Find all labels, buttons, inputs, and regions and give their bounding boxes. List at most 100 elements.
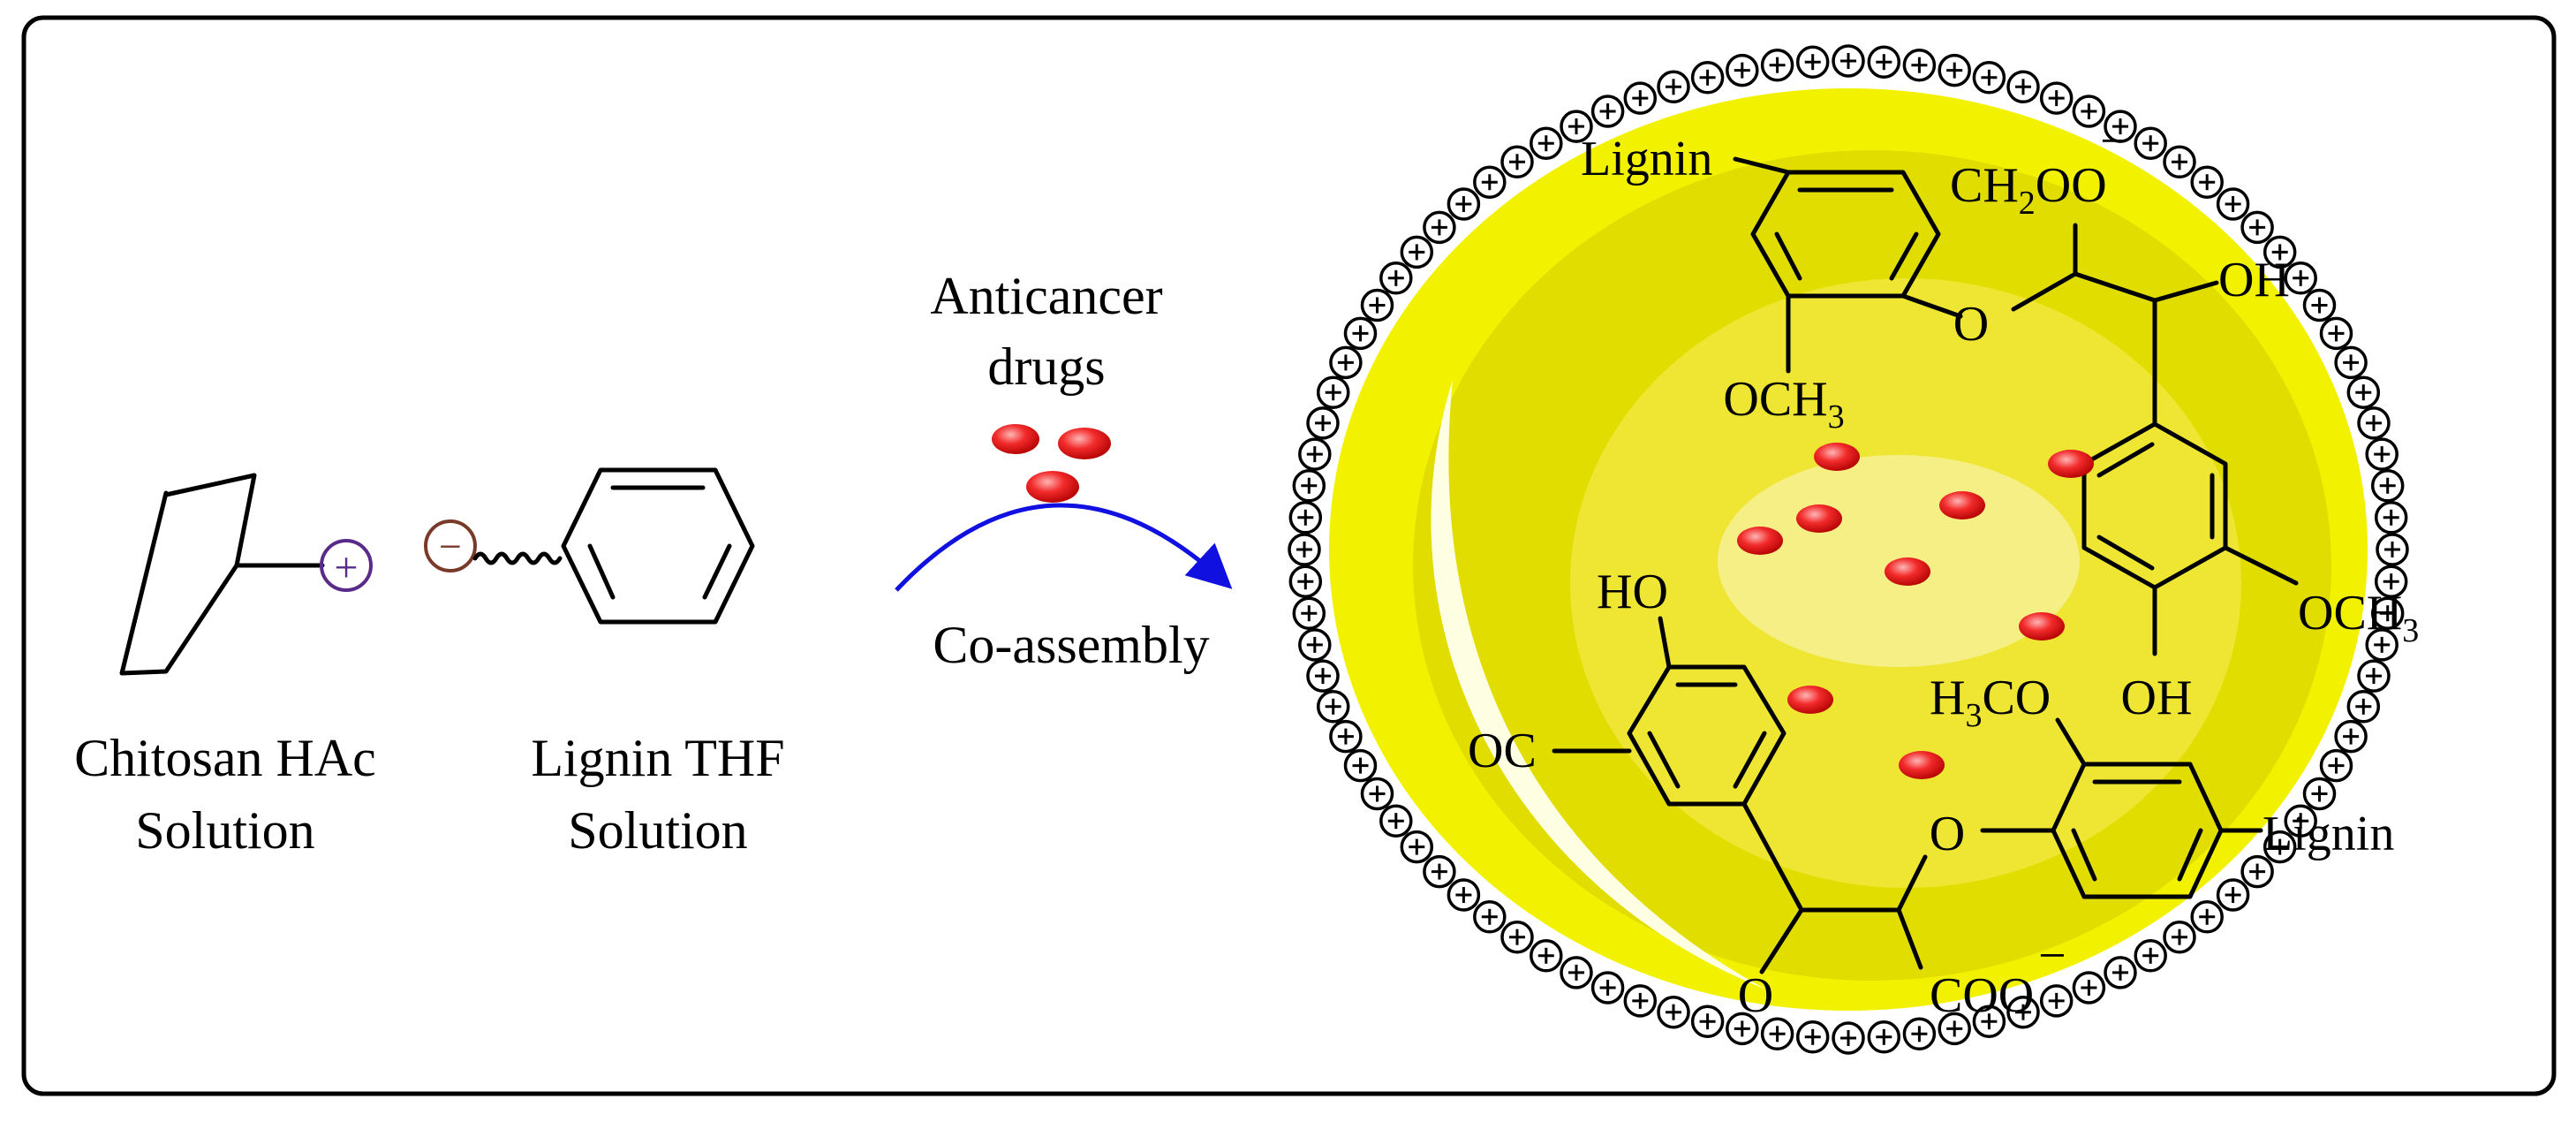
positive-charge-bead [1298, 628, 1332, 662]
positive-charge-bead [2302, 777, 2337, 811]
positive-charge-bead [1316, 690, 1350, 724]
positive-charge-bead [1530, 939, 1563, 973]
positive-charge-bead [1623, 984, 1658, 1018]
positive-charge-bead [2163, 920, 2196, 954]
positive-charge-bead [2134, 126, 2167, 160]
positive-charge-sign: + [334, 544, 358, 591]
drug-particle [1796, 504, 1842, 533]
positive-charge-bead [2163, 145, 2196, 179]
positive-charge-bead [2006, 995, 2040, 1029]
positive-charge-bead [1760, 1017, 1794, 1051]
positive-charge-bead [1500, 920, 1534, 954]
chem-h3co: H3CO [1930, 671, 2051, 734]
chem-oc-left: OC [1468, 724, 1537, 778]
chem-lignin-right: Lignin [2262, 807, 2394, 861]
chem-oh-top: OH [2218, 253, 2290, 307]
positive-charge-bead [2374, 501, 2408, 534]
negative-charge-sign: − [439, 524, 462, 569]
positive-charge-bead [1423, 210, 1456, 245]
positive-charge-bead [2262, 830, 2297, 864]
positive-charge-bead [1795, 45, 1830, 79]
chem-ch2oo: CH2OO [1950, 158, 2107, 222]
chem-o-bottom: O [1738, 968, 1773, 1023]
positive-charge-icon [320, 539, 373, 592]
positive-charge-bead [1343, 748, 1378, 783]
charge-ring [1288, 44, 2409, 1055]
positive-charge-bead [1288, 533, 1321, 566]
chem-ch2oo-sub: 2 [2019, 185, 2036, 222]
lignin-label-line1: Lignin THF [531, 729, 784, 787]
chem-och3-right-och: OCH [2298, 586, 2402, 641]
drugs-label-line1: Anticancer [930, 267, 1162, 325]
positive-charge-bead [2039, 984, 2074, 1018]
drug-particle [1939, 491, 1985, 519]
positive-charge-bead [1288, 565, 1323, 598]
positive-charge-bead [1447, 878, 1481, 912]
chem-och3-top-och: OCH [1723, 372, 1827, 427]
lignin-label-line2: Solution [568, 801, 747, 860]
positive-charge-bead [1298, 437, 1332, 471]
positive-charge-bead [1473, 165, 1507, 199]
positive-charge-bead [1560, 110, 1593, 143]
positive-charge-bead [2216, 187, 2250, 221]
chem-o-top: O [1953, 297, 1989, 352]
drug-particle [1737, 527, 1783, 555]
positive-charge-bead [2284, 804, 2317, 838]
chem-oh-right: OH [2121, 671, 2193, 725]
positive-charge-bead [1590, 95, 1625, 128]
positive-charge-bead [2376, 533, 2409, 566]
positive-charge-bead [1726, 53, 1759, 87]
positive-charge-bead [1657, 995, 1690, 1029]
chitosan-label-line2: Solution [135, 801, 314, 860]
drug-particle [1885, 557, 1930, 586]
positive-charge-bead [2346, 690, 2381, 724]
positive-charge-bead [1560, 956, 1593, 989]
drug-particle [992, 424, 1039, 454]
positive-charge-bead [1400, 830, 1434, 864]
positive-charge-bead [2104, 956, 2137, 989]
chem-h3co-co: CO [1982, 671, 2051, 725]
positive-charge-bead [2365, 437, 2398, 471]
positive-charge-bead [1379, 262, 1413, 295]
positive-charge-bead [1902, 48, 1937, 82]
positive-charge-bead [2190, 165, 2224, 199]
positive-charge-bead [1292, 596, 1326, 630]
positive-charge-bead [1292, 469, 1326, 503]
positive-charge-bead [2334, 719, 2368, 754]
positive-charge-bead [1288, 501, 1323, 534]
positive-charge-bead [1832, 44, 1865, 78]
chitosan-label-line1: Chitosan HAc [74, 729, 376, 787]
positive-charge-bead [1590, 971, 1625, 1004]
micelle [1288, 44, 2409, 1055]
chitosan-structure: + [119, 473, 373, 676]
positive-charge-bead [2319, 316, 2353, 351]
positive-charge-bead [1360, 777, 1394, 811]
positive-charge-bead [2284, 262, 2317, 295]
drug-particle [1787, 686, 1833, 714]
positive-charge-bead [2240, 210, 2274, 245]
positive-charge-bead [1938, 53, 1971, 87]
positive-charge-bead [1867, 45, 1901, 79]
chem-och3-top: OCH3 [1723, 372, 1844, 436]
positive-charge-bead [1360, 288, 1394, 322]
chem-o-mid: O [1930, 807, 1965, 861]
drug-particle [1814, 443, 1860, 471]
positive-charge-bead [2072, 95, 2106, 128]
positive-charge-bead [2216, 878, 2250, 912]
drug-particles-free [992, 424, 1111, 503]
co-assembly-arrow [895, 503, 1233, 592]
positive-charge-bead [1306, 406, 1340, 440]
positive-charge-bead [1938, 1012, 1971, 1046]
positive-charge-bead [1972, 1004, 2006, 1038]
positive-charge-bead [1316, 375, 1350, 409]
drug-particle [1058, 428, 1111, 459]
positive-charge-bead [1726, 1012, 1759, 1046]
chem-h3co-sub: 3 [1965, 697, 1982, 734]
positive-charge-bead [2190, 900, 2224, 934]
negative-charge-icon [424, 519, 477, 572]
positive-charge-bead [2319, 748, 2353, 783]
chem-lignin-top: Lignin [1581, 132, 1712, 186]
positive-charge-bead [1867, 1020, 1901, 1054]
positive-charge-bead [1423, 854, 1456, 889]
positive-charge-bead [2134, 939, 2167, 973]
